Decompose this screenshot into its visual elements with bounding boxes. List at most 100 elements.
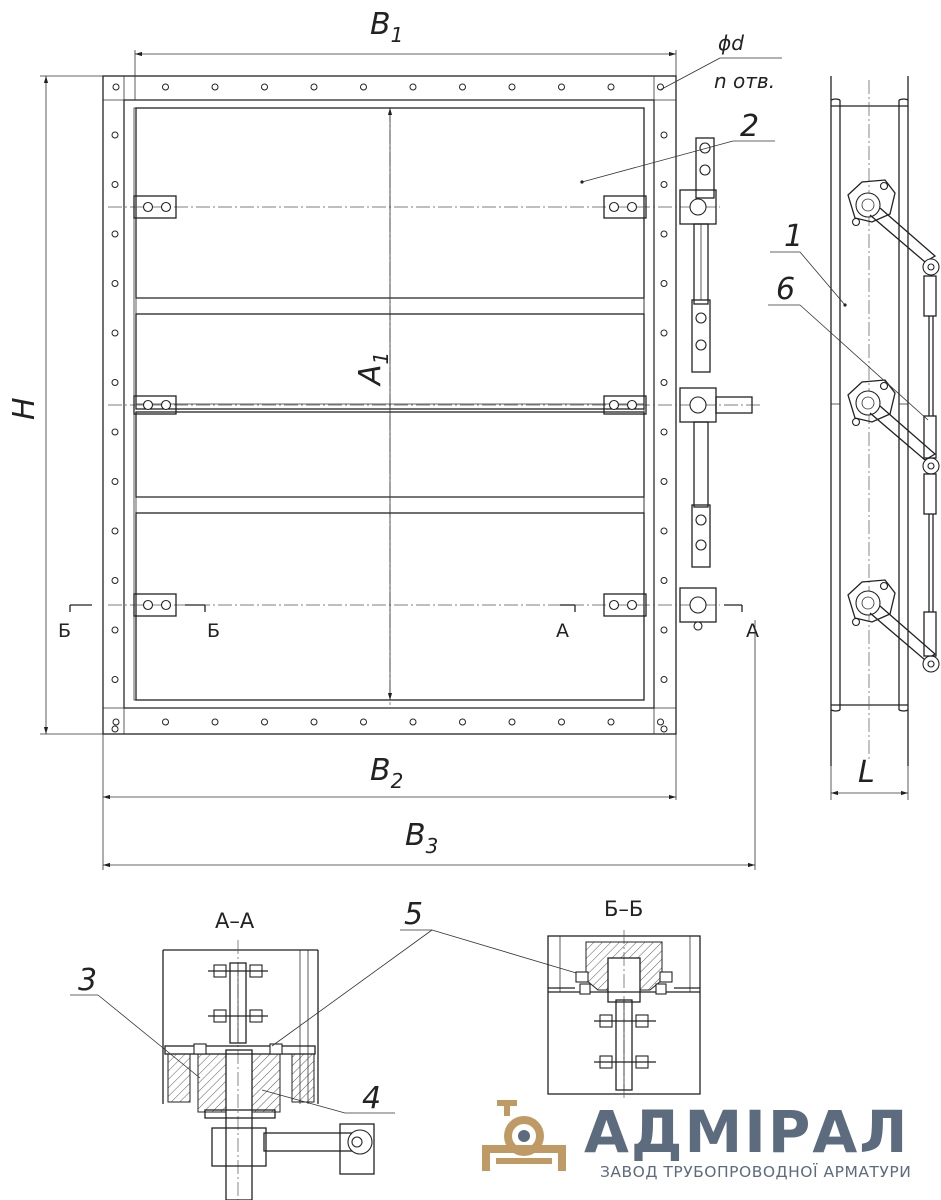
drive-shaft [715, 396, 753, 414]
flange-hole [657, 83, 664, 91]
flange-hole [409, 718, 417, 726]
flange-hole [660, 280, 668, 287]
bearing-block-left-2 [133, 395, 177, 415]
flange-hole [310, 718, 318, 726]
bearing-block-right-2 [603, 395, 647, 415]
callout-5: 5 [271, 897, 584, 1047]
flange-hole [360, 83, 367, 91]
svg-text:Б–Б: Б–Б [604, 897, 643, 921]
section-mark-b-right: Б [185, 604, 220, 642]
flange-hole [111, 527, 119, 535]
svg-text:B3: B3 [405, 818, 438, 858]
flange-hole [111, 428, 119, 436]
side-view: 1 6 L [768, 76, 940, 800]
flange-hole [261, 83, 268, 91]
svg-text:Б: Б [207, 620, 220, 642]
svg-text:1: 1 [784, 219, 803, 254]
dimension-b3: B3 [103, 620, 756, 870]
flange-hole [660, 527, 668, 535]
svg-text:B2: B2 [370, 753, 403, 793]
flange-hole [162, 83, 169, 91]
svg-text:А–А: А–А [215, 909, 255, 933]
dimension-h: H [7, 75, 103, 735]
flange-hole [111, 230, 119, 238]
bearing-block-left-1 [133, 195, 177, 219]
svg-text:L: L [858, 755, 875, 790]
flange-hole [660, 577, 668, 584]
section-mark-a-left: А [556, 604, 576, 642]
flange-hole [558, 718, 565, 726]
flange-hole [660, 676, 668, 683]
lever-2 [847, 379, 940, 475]
svg-text:2: 2 [740, 109, 759, 144]
svg-text:H: H [7, 397, 42, 420]
flange-hole [111, 280, 119, 287]
valve-emblem-icon [482, 1100, 566, 1171]
dimension-b1: B1 [134, 7, 677, 100]
svg-text:Б: Б [58, 620, 71, 642]
svg-text:А: А [556, 620, 569, 642]
flange-hole [508, 718, 516, 726]
aa-bolts [208, 964, 268, 1023]
callout-2: 2 [580, 109, 775, 184]
callout-1: 1 [770, 219, 847, 307]
section-mark-a-right: А [724, 604, 759, 642]
callout-3: 3 [70, 963, 201, 1079]
flange-hole [111, 329, 119, 337]
brand-name: АДМІРАЛ [584, 1098, 909, 1166]
brand-logo: АДМІРАЛ ЗАВОД ТРУБОПРОВОДНОЇ АРМАТУРИ [482, 1098, 911, 1181]
flange-hole [310, 83, 318, 91]
flange-hole [660, 725, 668, 733]
flange-hole [459, 83, 466, 91]
flange-hole [111, 131, 119, 139]
flange-hole [112, 83, 120, 91]
section-b-b: Б–Б [547, 897, 701, 1100]
svg-text:B1: B1 [370, 7, 403, 47]
flange-hole [459, 718, 466, 726]
flange-hole [607, 83, 615, 91]
bearing-block-right-1 [603, 195, 647, 219]
lever-3 [847, 579, 940, 673]
flange-hole [111, 577, 119, 584]
dimension-b2: B2 [102, 734, 677, 870]
flange-hole [558, 83, 565, 91]
flange-hole [660, 379, 668, 386]
svg-text:6: 6 [776, 272, 795, 307]
flange-hole [211, 718, 219, 726]
flange-hole [112, 718, 120, 726]
flange-hole [660, 181, 668, 188]
svg-text:ϕd: ϕd [718, 31, 744, 55]
flange-hole [111, 478, 119, 485]
lever-1 [847, 179, 940, 276]
flange-hole [409, 83, 417, 91]
flange-hole [660, 478, 668, 485]
bearing-block-right-3 [603, 593, 647, 617]
flange-hole [660, 329, 668, 337]
svg-text:A1: A1 [353, 352, 393, 387]
svg-text:n отв.: n отв. [714, 69, 775, 93]
flange-hole [111, 676, 119, 683]
flange-hole [211, 83, 219, 91]
svg-text:А: А [746, 620, 759, 642]
section-mark-b-left: Б [58, 604, 92, 642]
flange-hole [111, 626, 119, 634]
flange-hole [111, 379, 119, 386]
flange-hole [660, 626, 668, 634]
connecting-rod [923, 275, 937, 657]
dimension-a1: A1 [353, 108, 393, 700]
flange-hole [607, 718, 615, 726]
flange-hole [657, 718, 664, 726]
bearing-block-left-3 [133, 593, 177, 617]
linkage-assembly [679, 137, 753, 631]
flange-hole [508, 83, 516, 91]
dimension-l: L [830, 755, 909, 800]
flange-hole [162, 718, 169, 726]
svg-text:5: 5 [404, 897, 423, 932]
callout-4: 4 [261, 1081, 395, 1116]
flange-hole [111, 725, 119, 733]
section-a-a: А–А [70, 897, 584, 1200]
flange-hole [660, 230, 668, 238]
brand-tagline: ЗАВОД ТРУБОПРОВОДНОЇ АРМАТУРИ [600, 1162, 911, 1181]
flange-hole [660, 131, 668, 139]
